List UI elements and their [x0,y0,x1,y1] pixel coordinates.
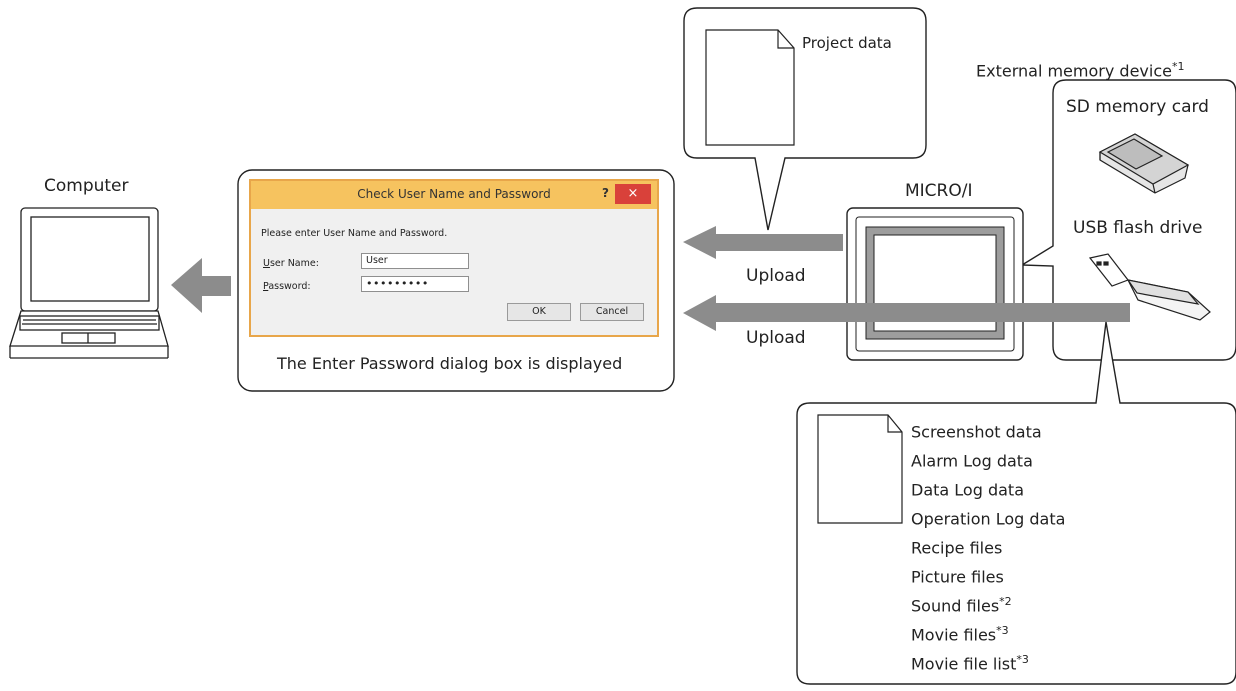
password-label: Password: [263,281,311,292]
cancel-button[interactable]: Cancel [580,303,644,321]
usb-drive-icon [1088,253,1211,321]
upload-arrow-1 [683,226,843,259]
project-file-icon [705,29,795,146]
external-memory-text: External memory device [976,61,1172,81]
username-label: User Name: [263,258,319,269]
list-item: Operation Log data [911,509,1066,529]
usb-label: USB flash drive [1073,218,1203,238]
password-dialog: Check User Name and Password ? × Please … [249,179,659,337]
list-item: Sound files*2 [911,595,1012,616]
list-item: Alarm Log data [911,451,1033,471]
external-memory-bubble [1019,79,1236,361]
list-item: Movie file list*3 [911,653,1029,674]
list-item: Screenshot data [911,422,1042,442]
project-data-label: Project data [802,34,892,52]
sd-card-label: SD memory card [1066,97,1209,117]
list-item: Movie files*3 [911,624,1009,645]
upload-label-2: Upload [746,328,806,348]
external-memory-label: External memory device*1 [976,60,1184,80]
list-item: Picture files [911,567,1004,587]
dialog-caption: The Enter Password dialog box is display… [277,354,623,373]
arrow-to-computer [171,258,231,313]
ok-button[interactable]: OK [507,303,571,321]
username-field[interactable]: User [361,253,469,269]
list-item: Data Log data [911,480,1024,500]
file-list-file-icon [817,414,903,524]
username-label-rest: ser Name: [269,258,319,269]
computer-label: Computer [44,176,129,196]
help-icon[interactable]: ? [602,186,609,200]
upload-arrow-2 [683,295,1130,331]
micro-i-label: MICRO/I [905,181,973,201]
micro-i-device [846,207,1024,361]
dialog-title: Check User Name and Password [357,187,551,201]
computer-icon [9,207,169,359]
external-memory-note: *1 [1171,60,1185,73]
file-list-bubble [796,321,1236,685]
sd-card-icon [1098,133,1190,194]
upload-label-1: Upload [746,266,806,286]
list-item: Recipe files [911,538,1003,558]
dialog-message: Please enter User Name and Password. [261,228,448,239]
close-icon[interactable]: × [615,184,651,204]
dialog-title-bar: Check User Name and Password ? × [251,181,657,209]
password-field[interactable]: ••••••••• [361,276,469,292]
password-label-rest: assword: [268,281,311,292]
